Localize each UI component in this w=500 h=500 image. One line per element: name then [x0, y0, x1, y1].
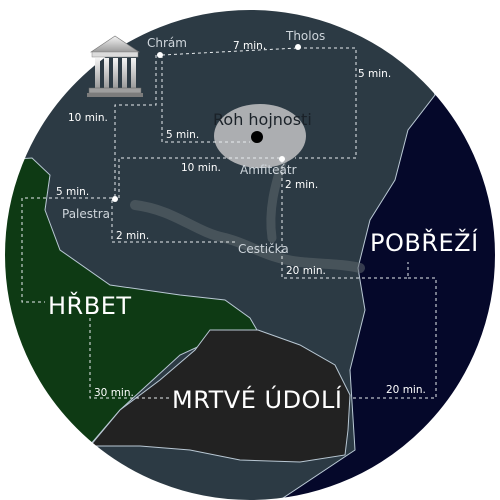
time-cesticka-pobrezi: 20 min. [286, 265, 326, 277]
time-palestra-hrbet: 5 min. [56, 186, 89, 198]
time-tholos-roh: 5 min. [358, 68, 391, 80]
hrbet-region-label: HŘBET [48, 291, 132, 320]
trail-branch [266, 155, 288, 243]
tholos-node[interactable] [295, 44, 301, 50]
route-chram-tholos [161, 47, 299, 56]
route-chram-roh [161, 55, 250, 143]
time-amfiteatr-cesticka: 2 min. [285, 179, 318, 191]
chram-node[interactable] [157, 52, 163, 58]
time-palestra-cesticka: 2 min. [116, 230, 149, 242]
time-pobrezi-udoli: 20 min. [386, 384, 426, 396]
route-hrbet-udoli [89, 318, 170, 399]
palestra-label: Palestra [62, 207, 110, 221]
tholos-label: Tholos [285, 29, 325, 43]
valley-region [88, 329, 351, 463]
trail-path [130, 200, 365, 273]
route-tholos-roh [295, 47, 357, 159]
time-chram-roh: 5 min. [166, 129, 199, 141]
route-amfiteatr-cesticka [281, 160, 409, 279]
pobrezi-region-label: POBŘEŽÍ [370, 228, 479, 257]
route-palestra-hrbet [21, 197, 112, 303]
amfiteatr-label: Amfiteátr [240, 163, 297, 177]
roh-hojnosti-label: Roh hojnosti [213, 110, 312, 129]
route-palestra-cesticka [111, 200, 238, 243]
chram-label: Chrám [147, 36, 187, 50]
palestra-node[interactable] [112, 196, 118, 202]
route-cesticka-pobrezi [352, 277, 437, 399]
temple-icon[interactable] [87, 35, 143, 97]
cornucopia-dot [251, 131, 263, 143]
time-chram-palestra: 10 min. [68, 112, 108, 124]
route-lines [21, 47, 437, 399]
udoli-region-label: MRTVÉ ÚDOLÍ [172, 384, 342, 414]
time-chram-tholos: 7 min. [233, 40, 266, 52]
time-amfiteatr-palestra: 10 min. [181, 162, 221, 174]
arena-outline [3, 8, 497, 500]
route-chram-palestra [114, 55, 157, 198]
amfiteatr-node[interactable] [279, 156, 285, 162]
cesticka-label: Cestička [238, 242, 289, 256]
time-hrbet-udoli: 30 min. [94, 387, 134, 399]
route-amfiteatr-palestra [118, 157, 280, 198]
